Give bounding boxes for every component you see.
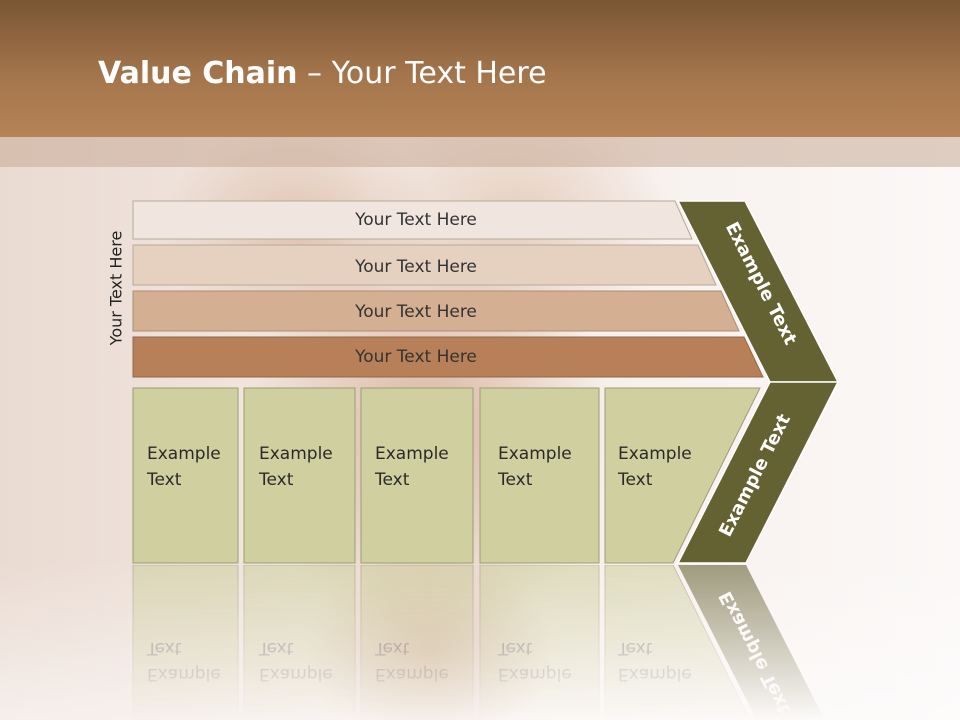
box-5 xyxy=(604,387,761,564)
reflection-box-3-line2: Text xyxy=(374,638,410,658)
reflection-box-2 xyxy=(243,564,356,720)
bar-4-label: Your Text Here xyxy=(354,347,477,367)
title-bold: Value Chain xyxy=(98,56,298,91)
bar-1 xyxy=(132,200,693,240)
reflection-chevron-lower xyxy=(678,565,825,720)
box-1-line1: Example xyxy=(147,444,221,464)
bar-1-label: Your Text Here xyxy=(354,210,477,230)
reflection-box-1 xyxy=(132,564,239,720)
header-strip xyxy=(0,137,960,167)
reflection-box-4 xyxy=(479,564,600,720)
bar-3-label: Your Text Here xyxy=(354,302,477,322)
box-5-line2: Text xyxy=(617,470,653,490)
bar-2 xyxy=(132,244,717,286)
reflection-box-5-line1: Example xyxy=(618,664,692,684)
chevron-lower xyxy=(676,381,840,564)
box-3-line1: Example xyxy=(375,444,449,464)
box-1-line2: Text xyxy=(146,470,182,490)
reflection-box-3-line1: Example xyxy=(375,664,449,684)
box-4 xyxy=(479,387,600,564)
page-title: Value Chain – Your Text Here xyxy=(98,56,547,92)
reflection-box-1-line2: Text xyxy=(146,638,182,658)
reflection-box-5-line2: Text xyxy=(617,638,653,658)
reflection-box-5 xyxy=(604,564,751,720)
box-4-line1: Example xyxy=(498,444,572,464)
box-3-line2: Text xyxy=(374,470,410,490)
bar-2-label: Your Text Here xyxy=(354,257,477,277)
box-2-line1: Example xyxy=(259,444,333,464)
header-bar xyxy=(0,0,960,137)
box-4-line2: Text xyxy=(497,470,533,490)
bar-4 xyxy=(132,336,764,378)
box-row: Example Text Example Text Example Text E… xyxy=(132,387,761,564)
box-1 xyxy=(132,387,239,564)
reflection-box-3 xyxy=(360,564,474,720)
bar-stack: Your Text Here Your Text Here Your Text … xyxy=(132,200,764,378)
box-2 xyxy=(243,387,356,564)
reflection-box-2-line1: Example xyxy=(259,664,333,684)
reflection: Example Text Example Text Example Text E… xyxy=(132,564,825,720)
reflection-box-4-line2: Text xyxy=(497,638,533,658)
reflection-box-1-line1: Example xyxy=(147,664,221,684)
title-rest: – Your Text Here xyxy=(297,56,547,91)
box-5-line1: Example xyxy=(618,444,692,464)
reflection-box-2-line2: Text xyxy=(258,638,294,658)
reflection-box-4-line1: Example xyxy=(498,664,572,684)
box-3 xyxy=(360,387,474,564)
box-2-line2: Text xyxy=(258,470,294,490)
bar-3 xyxy=(132,290,740,332)
